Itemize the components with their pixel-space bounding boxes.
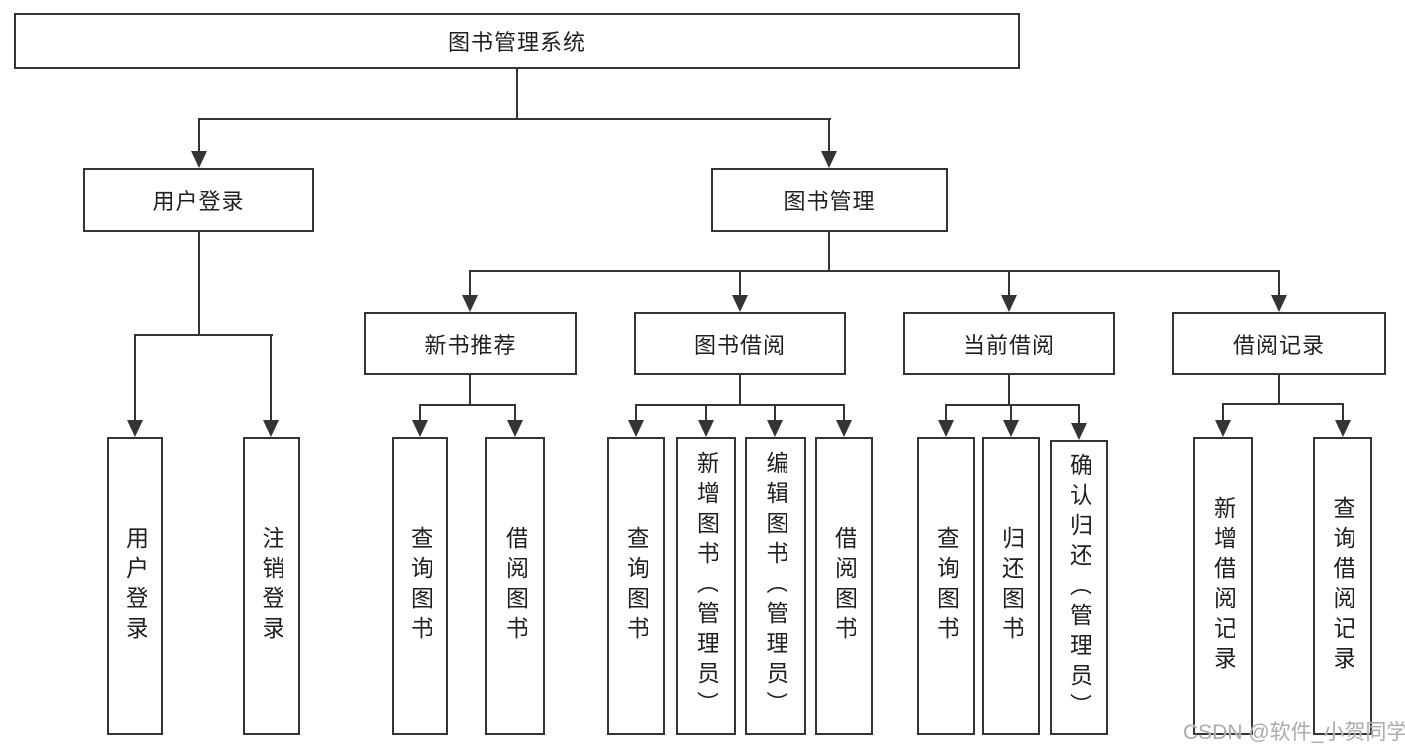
branch-node-label: 当前借阅 [962, 332, 1055, 358]
connector-line [1008, 270, 1010, 297]
connector-line [1222, 403, 1344, 405]
branch-node-label: 借阅记录 [1232, 332, 1325, 358]
csdn-watermark: CSDN @软件_小贺同学 [1183, 721, 1405, 744]
leaf-node-label: 编辑图书（管理员） [764, 451, 787, 721]
leaf-node-label: 查询图书 [624, 526, 648, 646]
arrowhead-down-icon [462, 295, 478, 312]
connector-line [635, 404, 845, 406]
leaf-node-borrow-books-2: 借阅图书 [815, 437, 873, 735]
arrowhead-down-icon [507, 420, 523, 437]
branch-node-label: 新书推荐 [424, 332, 517, 358]
connector-line [1342, 403, 1344, 422]
leaf-node-query-books-3: 查询图书 [917, 437, 975, 735]
connector-line [419, 404, 421, 422]
leaf-node-label: 用户登录 [123, 526, 147, 646]
branch-node-label: 图书借阅 [693, 332, 786, 358]
leaf-node-label: 新增图书（管理员） [694, 451, 718, 721]
connector-line [739, 270, 741, 297]
connector-line [198, 118, 200, 156]
connector-line [514, 404, 516, 422]
leaf-node-query-borrow-record: 查询借阅记录 [1313, 437, 1372, 735]
connector-line [516, 69, 518, 120]
leaf-node-label: 借阅图书 [503, 526, 527, 646]
branch-node-book-borrow: 图书借阅 [634, 312, 846, 375]
arrowhead-down-icon [1003, 420, 1019, 437]
connector-line [419, 404, 516, 406]
arrowhead-down-icon [732, 295, 748, 312]
branch-node-new-book-recommend: 新书推荐 [364, 312, 577, 375]
connector-line [1008, 375, 1010, 406]
leaf-node-add-borrow-record: 新增借阅记录 [1193, 437, 1253, 735]
root-node-label: 图书管理系统 [447, 30, 586, 55]
arrowhead-down-icon [1335, 420, 1351, 437]
leaf-node-label: 确认归还（管理员） [1067, 452, 1091, 723]
connector-line [705, 404, 707, 422]
leaf-node-label: 新增借阅记录 [1211, 496, 1235, 676]
leaf-node-confirm-return-admin: 确认归还（管理员） [1050, 440, 1108, 735]
branch-node-label: 图书管理 [783, 189, 876, 214]
leaf-node-add-books-admin: 新增图书（管理员） [676, 437, 736, 735]
connector-line [843, 404, 845, 422]
connector-line [270, 334, 272, 422]
arrowhead-down-icon [263, 420, 279, 437]
connector-line [134, 334, 273, 336]
connector-line [469, 270, 471, 297]
arrowhead-down-icon [1271, 295, 1287, 312]
leaf-node-label: 借阅图书 [832, 526, 856, 646]
connector-line [828, 118, 830, 156]
arrowhead-down-icon [412, 420, 428, 437]
arrowhead-down-icon [821, 151, 837, 168]
connector-line [635, 404, 637, 422]
leaf-node-query-books-1: 查询图书 [392, 437, 448, 735]
connector-line [198, 232, 200, 336]
leaf-node-label: 归还图书 [999, 526, 1023, 646]
connector-line [469, 270, 1280, 272]
leaf-node-label: 查询图书 [934, 526, 958, 646]
connector-line [828, 232, 830, 272]
leaf-node-user-login: 用户登录 [107, 437, 163, 735]
arrowhead-down-icon [836, 420, 852, 437]
arrowhead-down-icon [1001, 295, 1017, 312]
leaf-node-return-books: 归还图书 [982, 437, 1040, 735]
leaf-node-logout: 注销登录 [243, 437, 300, 735]
leaf-node-borrow-books-1: 借阅图书 [485, 437, 545, 735]
connector-line [1222, 403, 1224, 422]
arrowhead-down-icon [698, 420, 714, 437]
leaf-node-label: 查询借阅记录 [1331, 496, 1354, 676]
branch-node-user-login: 用户登录 [83, 168, 314, 232]
branch-node-label: 用户登录 [152, 189, 245, 214]
arrowhead-down-icon [1215, 420, 1231, 437]
arrowhead-down-icon [127, 420, 143, 437]
arrowhead-down-icon [628, 420, 644, 437]
connector-line [469, 375, 471, 406]
leaf-node-label: 注销登录 [260, 526, 283, 646]
connector-line [1010, 404, 1012, 422]
arrowhead-down-icon [1071, 423, 1087, 440]
connector-line [945, 404, 947, 422]
connector-line [1278, 375, 1280, 405]
connector-line [1078, 404, 1080, 425]
arrowhead-down-icon [938, 420, 954, 437]
connector-line [1278, 270, 1280, 297]
arrowhead-down-icon [191, 151, 207, 168]
branch-node-book-management: 图书管理 [711, 168, 948, 232]
leaf-node-label: 查询图书 [408, 526, 432, 646]
branch-node-borrow-records: 借阅记录 [1172, 312, 1386, 375]
connector-line [198, 118, 831, 120]
connector-line [774, 404, 776, 422]
connector-line [945, 404, 1080, 406]
arrowhead-down-icon [767, 420, 783, 437]
leaf-node-query-books-2: 查询图书 [607, 437, 665, 735]
connector-line [739, 375, 741, 406]
connector-line [134, 334, 136, 422]
branch-node-current-borrow: 当前借阅 [903, 312, 1115, 375]
root-node-library-system: 图书管理系统 [14, 13, 1020, 69]
leaf-node-edit-books-admin: 编辑图书（管理员） [745, 437, 806, 735]
